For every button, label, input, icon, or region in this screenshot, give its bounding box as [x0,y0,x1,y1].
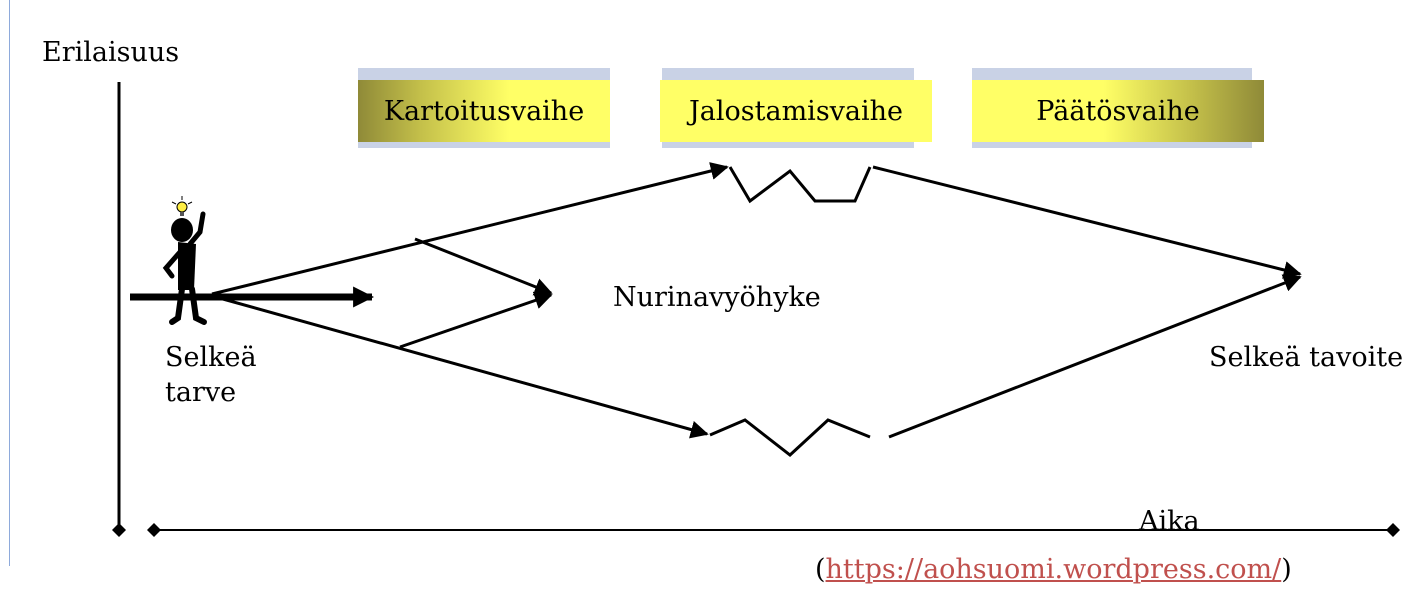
phase-label-kartoitusvaihe: Kartoitusvaihe [358,80,610,142]
source-link[interactable]: https://aohsuomi.wordpress.com/ [825,554,1282,585]
x-axis-label: Aika [1139,506,1200,537]
lower-converge-arrow [888,274,1302,439]
upper-diverge-arrow [211,162,729,296]
goal-label: Selkeä tavoite [1209,342,1404,373]
start-label-line1: Selkeä [165,342,257,373]
grumble-upper-arrow [414,237,553,296]
upper-converge-arrow [872,165,1302,279]
y-axis-end-marker [112,523,126,537]
grumble-lower-arrow [399,291,553,349]
thinking-person-icon [162,196,207,325]
phase-jalostamisvaihe: Jalostamisvaihe [660,68,932,148]
start-label-line2: tarve [165,377,237,408]
source-credit: (https://aohsuomi.wordpress.com/) [815,554,1292,586]
phase-label-paatosvaihe: Päätösvaihe [972,80,1264,142]
upper-zigzag [728,166,872,204]
phase-kartoitusvaihe: Kartoitusvaihe [358,68,610,148]
middle-zone-label: Nurinavyöhyke [613,282,821,313]
phase-paatosvaihe: Päätösvaihe [972,68,1264,148]
left-margin-rule [9,0,10,566]
x-axis-start-marker [147,523,161,537]
phase-label-jalostamisvaihe: Jalostamisvaihe [660,80,932,142]
y-axis-label: Erilaisuus [42,37,180,68]
x-axis-end-marker [1386,523,1400,537]
credit-close-paren: ) [1281,554,1292,585]
lower-diverge-arrow [211,294,709,439]
credit-open-paren: ( [815,554,826,585]
lower-zigzag [709,418,871,457]
